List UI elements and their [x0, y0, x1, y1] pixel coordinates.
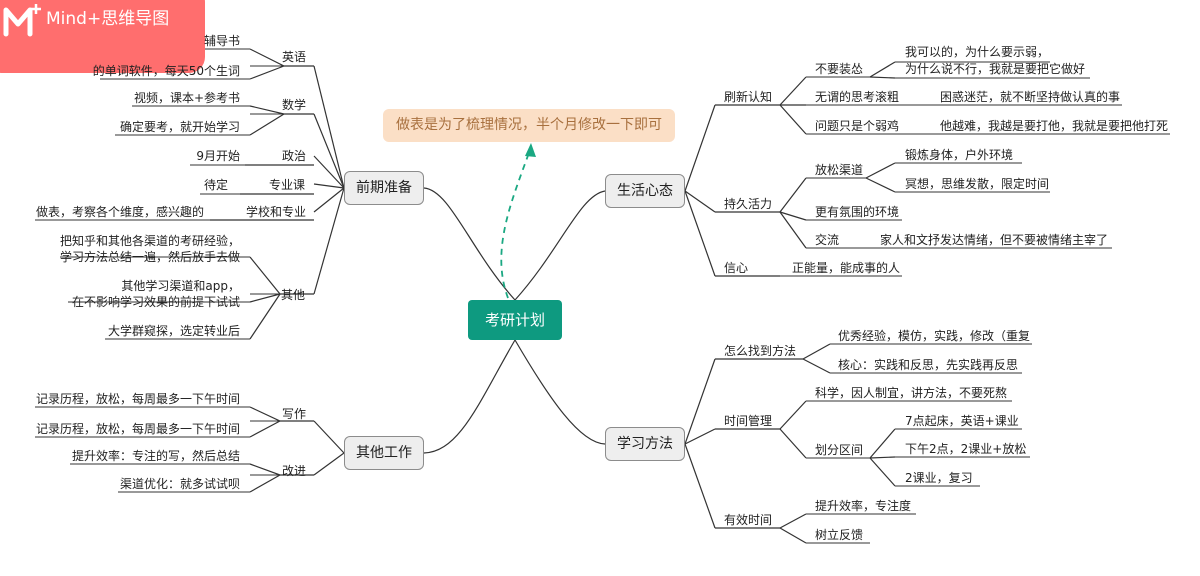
leaf-english-2[interactable]: 的单词软件，每天50个生词 — [92, 64, 240, 78]
topic-study-method[interactable]: 学习方法 — [605, 427, 685, 461]
leaf-other-3[interactable]: 大学群窥探，选定转业后 — [107, 324, 240, 338]
item-time-zone[interactable]: 划分区间 — [815, 443, 864, 457]
item-energy-c[interactable]: 交流 — [815, 233, 840, 247]
leaf-effective-1[interactable]: 提升效率，专注度 — [815, 499, 912, 513]
leaf-energy-a2[interactable]: 冥想，思维发散，限定时间 — [905, 177, 1050, 191]
brand-badge: Mind+思维导图 — [0, 0, 205, 73]
leaf-math-1[interactable]: 视频，课本+参考书 — [133, 91, 240, 105]
leaf-time-1[interactable]: 科学，因人制宜，讲方法，不要死熬 — [815, 386, 1008, 400]
leaf-zone-1[interactable]: 7点起床，英语+课业 — [905, 414, 1019, 428]
leaf-energy-a1[interactable]: 锻炼身体，户外环境 — [905, 148, 1014, 162]
leaf-find-1[interactable]: 优秀经验，模仿，实践，修改（重复 — [838, 329, 1031, 343]
subtopic-writing[interactable]: 写作 — [281, 407, 307, 421]
leaf-writing-1[interactable]: 记录历程，放松，每周最多一下午时间 — [35, 392, 240, 406]
leaf-politics-1[interactable]: 9月开始 — [196, 149, 240, 163]
subtopic-time-mgmt[interactable]: 时间管理 — [724, 414, 773, 428]
leaf-writing-2[interactable]: 记录历程，放松，每周最多一下午时间 — [35, 422, 240, 436]
item-refresh-b[interactable]: 无谓的思考滚粗 — [815, 90, 900, 104]
leaf-find-2[interactable]: 核心：实践和反思，先实践再反思 — [838, 358, 1019, 372]
leaf-major-1[interactable]: 待定 — [203, 178, 228, 192]
leaf-math-2[interactable]: 确定要考，就开始学习 — [119, 120, 240, 134]
leaf-refresh-a1[interactable]: 我可以的，为什么要示弱， — [905, 45, 1050, 59]
subtopic-politics[interactable]: 政治 — [281, 149, 307, 163]
leaf-effective-2[interactable]: 树立反馈 — [815, 528, 864, 542]
subtopic-math[interactable]: 数学 — [281, 98, 307, 112]
topic-mindset[interactable]: 生活心态 — [605, 174, 685, 208]
leaf-improve-2[interactable]: 渠道优化：就多试试呗 — [119, 477, 240, 491]
subtopic-other[interactable]: 其他 — [280, 288, 306, 302]
leaf-other-2b[interactable]: 在不影响学习效果的前提下试试 — [71, 295, 240, 309]
leaf-improve-1[interactable]: 提升效率：专注的写，然后总结 — [71, 449, 240, 463]
leaf-energy-c1[interactable]: 家人和文抒发达情绪，但不要被情绪主宰了 — [880, 233, 1109, 247]
subtopic-improve[interactable]: 改进 — [281, 464, 307, 478]
root-topic[interactable]: 考研计划 — [468, 300, 562, 340]
subtopic-effective-time[interactable]: 有效时间 — [724, 513, 773, 527]
subtopic-school[interactable]: 学校和专业 — [245, 205, 307, 219]
item-refresh-a[interactable]: 不要装怂 — [815, 62, 864, 76]
topic-prep[interactable]: 前期准备 — [344, 171, 424, 205]
subtopic-refresh[interactable]: 刷新认知 — [724, 90, 773, 104]
leaf-other-1b[interactable]: 学习方法总结一遍，然后放手去做 — [59, 250, 240, 264]
item-energy-a[interactable]: 放松渠道 — [815, 163, 864, 177]
subtopic-find-method[interactable]: 怎么找到方法 — [724, 344, 797, 358]
leaf-school-1[interactable]: 做表，考察各个维度，感兴趣的 — [35, 205, 204, 219]
subtopic-english[interactable]: 英语 — [281, 50, 307, 64]
subtopic-major[interactable]: 专业课 — [268, 178, 306, 192]
subtopic-energy[interactable]: 持久活力 — [724, 197, 773, 211]
leaf-zone-3[interactable]: 2课业，复习 — [905, 471, 973, 485]
brand-name: Mind+思维导图 — [46, 9, 170, 29]
leaf-english-1[interactable]: 辅导书 — [203, 34, 240, 48]
leaf-refresh-a2[interactable]: 为什么说不行，我就是要把它做好 — [905, 62, 1086, 76]
leaf-faith-1[interactable]: 正能量，能成事的人 — [792, 261, 901, 275]
leaf-other-2a[interactable]: 其他学习渠道和app， — [121, 279, 240, 293]
leaf-zone-2[interactable]: 下午2点，2课业+放松 — [905, 442, 1027, 456]
item-refresh-c[interactable]: 问题只是个弱鸡 — [815, 119, 900, 133]
mind-logo-icon — [3, 4, 41, 37]
leaf-refresh-b1[interactable]: 困惑迷茫，就不断坚持做认真的事 — [940, 90, 1121, 104]
leaf-refresh-c1[interactable]: 他越难，我越是要打他，我就是要把他打死 — [940, 119, 1169, 133]
item-energy-b[interactable]: 更有氛围的环境 — [815, 205, 900, 219]
subtopic-faith[interactable]: 信心 — [724, 261, 749, 275]
topic-other-work[interactable]: 其他工作 — [344, 436, 424, 470]
callout-note[interactable]: 做表是为了梳理情况，半个月修改一下即可 — [383, 109, 675, 142]
leaf-other-1a[interactable]: 把知乎和其他各渠道的考研经验， — [59, 234, 240, 248]
